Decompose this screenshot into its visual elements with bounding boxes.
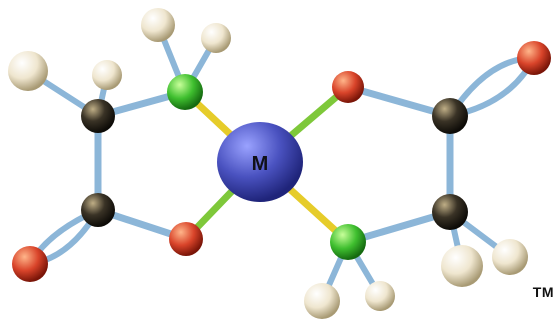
nitrogen-atom <box>330 224 366 260</box>
hydrogen-atom <box>92 60 122 90</box>
oxygen-atom <box>517 41 551 75</box>
nitrogen-atom <box>167 74 203 110</box>
hydrogen-atom <box>8 51 48 91</box>
carbon-atom <box>432 98 468 134</box>
hydrogen-atom <box>365 281 395 311</box>
oxygen-atom <box>332 71 364 103</box>
metal-center-atom <box>217 122 303 202</box>
oxygen-atom <box>12 246 48 282</box>
carbon-atom <box>432 194 468 230</box>
hydrogen-atom <box>201 23 231 53</box>
atoms: M <box>8 8 551 319</box>
hydrogen-atom <box>492 239 528 275</box>
hydrogen-atom <box>304 283 340 319</box>
hydrogen-atom <box>141 8 175 42</box>
carbon-atom <box>81 99 115 133</box>
oxygen-atom <box>169 222 203 256</box>
hydrogen-atom <box>441 245 483 287</box>
metal-center-label: M <box>252 153 269 175</box>
trademark-label: TM <box>532 284 554 300</box>
carbon-atom <box>81 193 115 227</box>
